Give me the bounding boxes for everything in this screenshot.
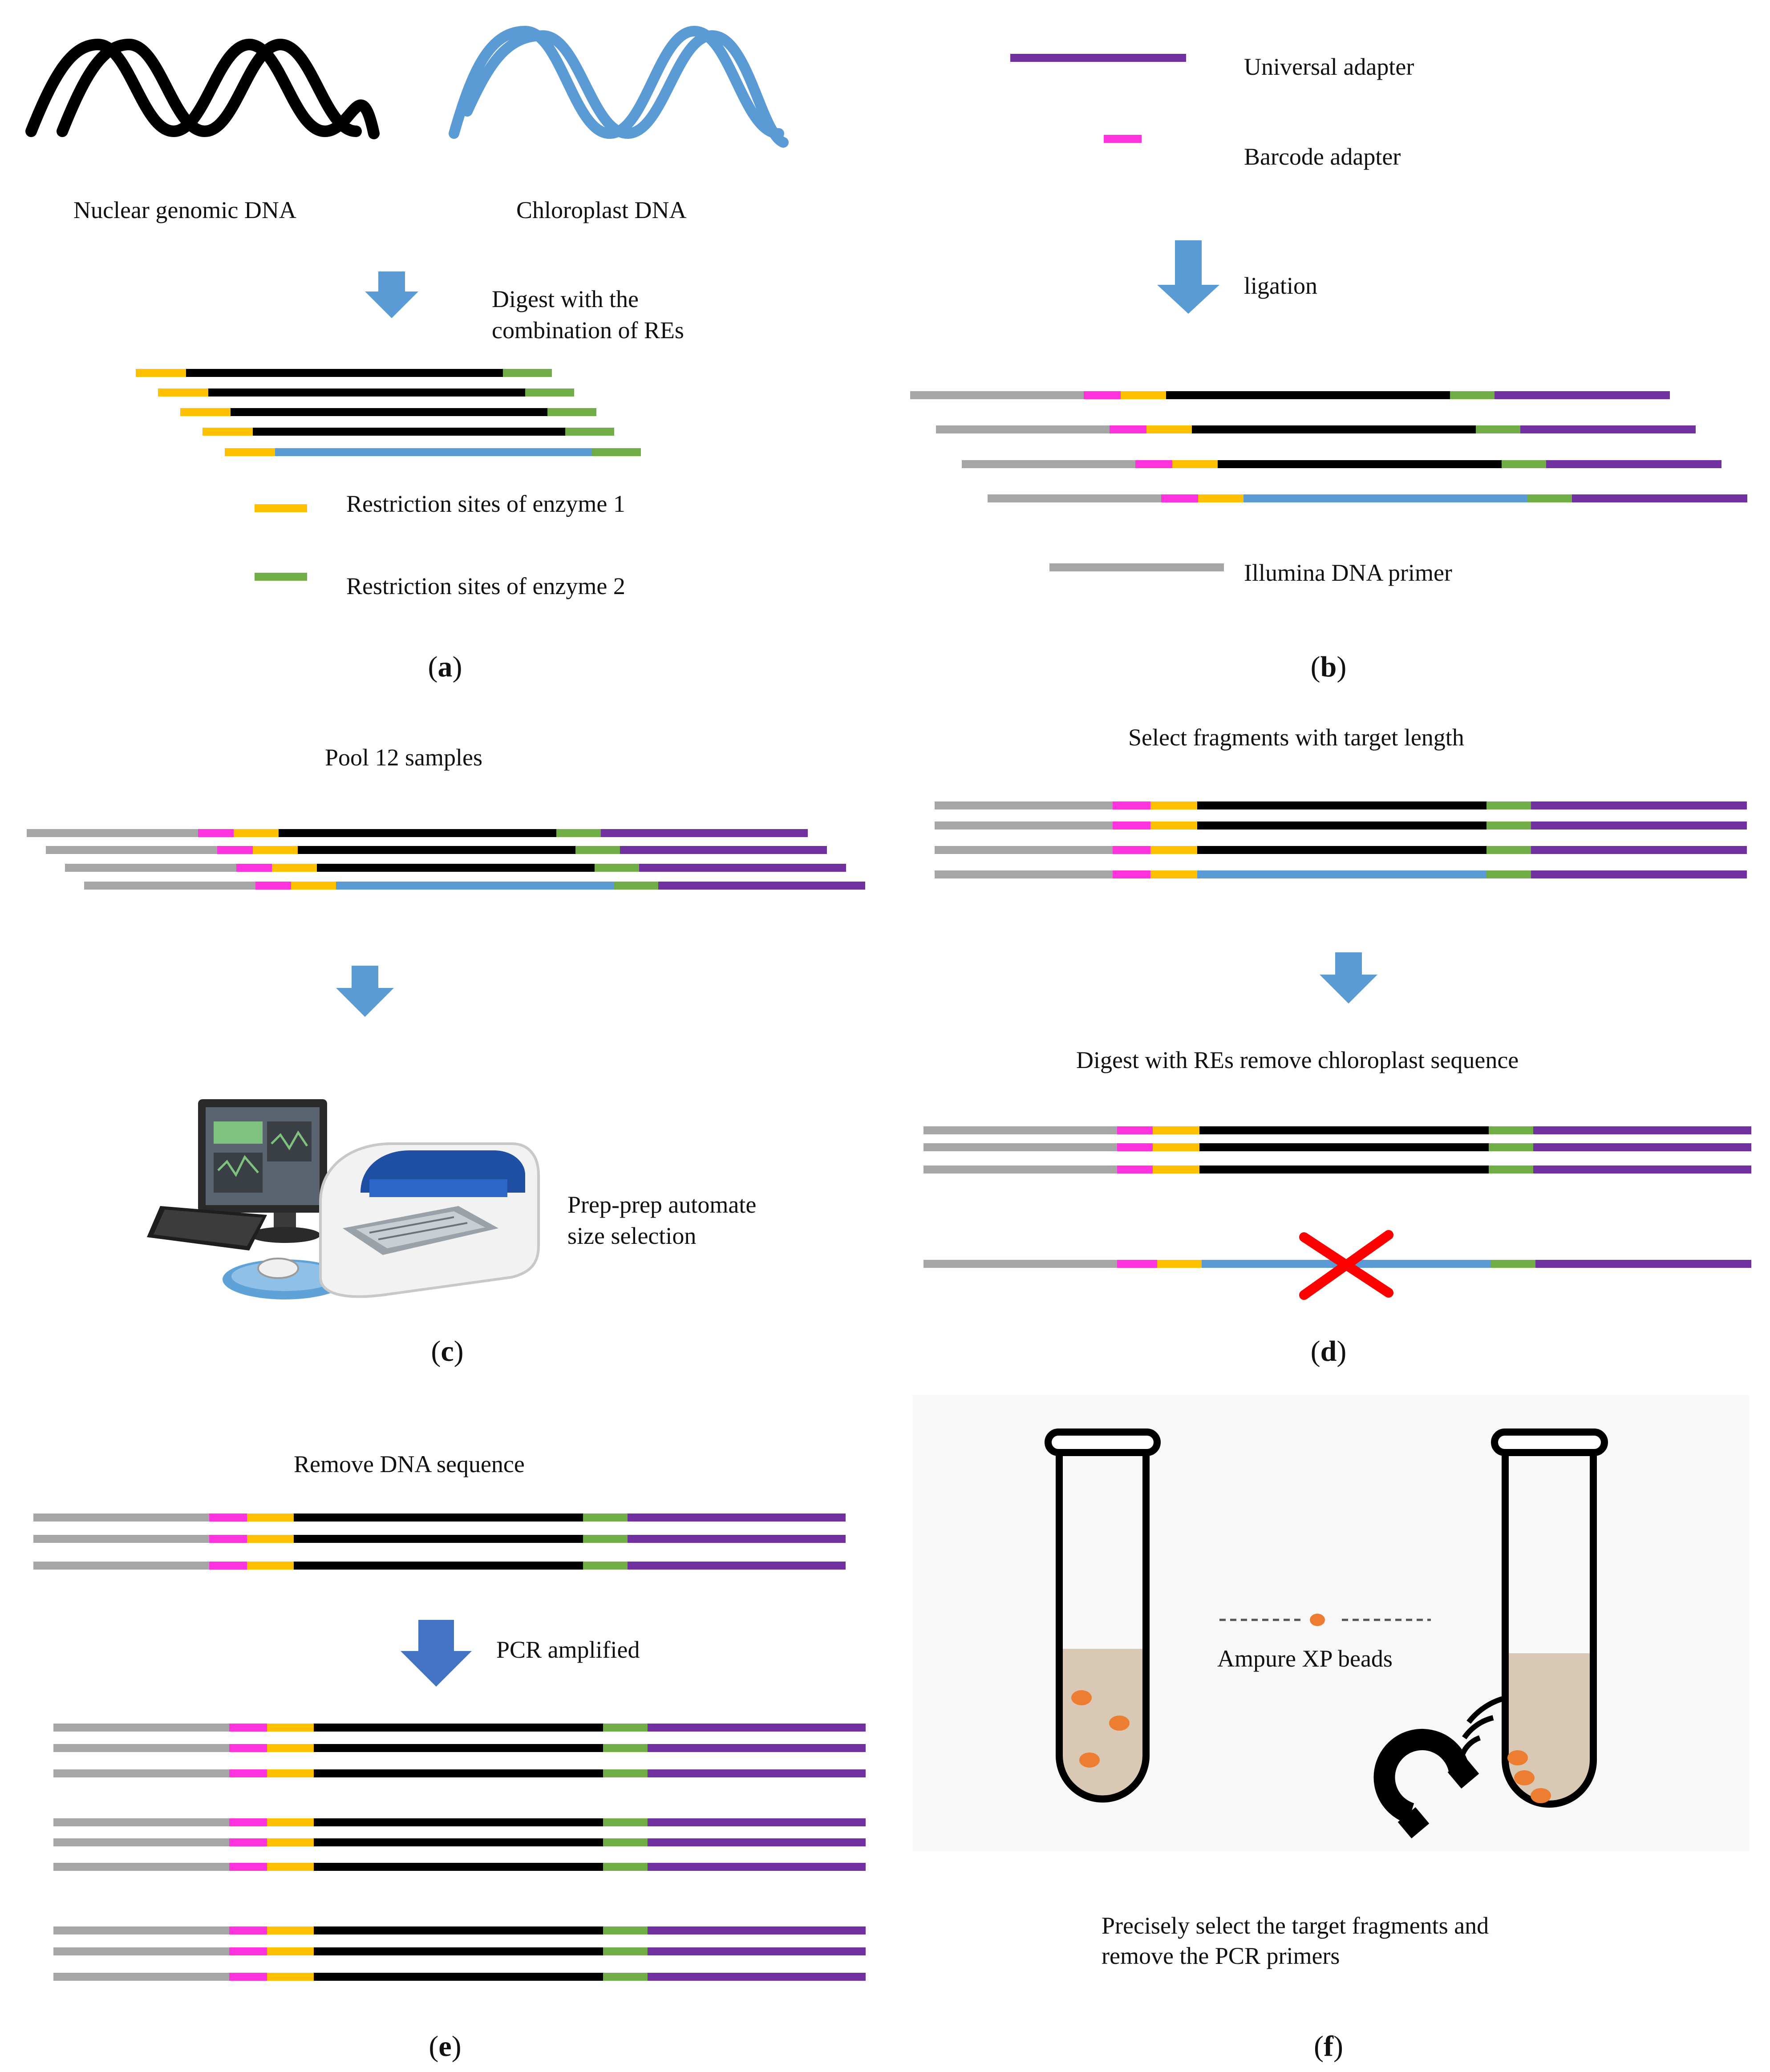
panel-label-f: (f): [1314, 2030, 1343, 2063]
enzyme2-legend-label: Restriction sites of enzyme 2: [346, 573, 625, 599]
panel-b-letter: b: [1320, 651, 1337, 683]
ligation-step-label: ligation: [1244, 272, 1317, 299]
panel-f: Ampure XP beads Precisely select the tar…: [912, 1395, 1749, 2063]
digest-remove-chloroplast-label: Digest with REs remove chloroplast seque…: [1076, 1047, 1519, 1073]
bead: [1531, 1788, 1551, 1803]
beads-legend-bead: [1310, 1614, 1325, 1626]
selected-fragments: [935, 801, 1747, 878]
digest-step-line2: combination of REs: [492, 317, 684, 344]
down-arrow-icon: [365, 271, 418, 318]
remove-dna-title: Remove DNA sequence: [294, 1451, 525, 1477]
amplified-group-2: [53, 1818, 866, 1871]
bead: [1109, 1716, 1130, 1731]
size-selection-label-line1: Prep-prep automate: [567, 1191, 756, 1218]
nuclear-dna-helix-icon: [25, 38, 380, 139]
amplified-group-1: [53, 1724, 866, 1777]
magnet-icon: [1373, 1695, 1507, 1839]
ligated-fragments: [910, 391, 1747, 502]
kept-fragments: [923, 1126, 1751, 1268]
panel-d: Select fragments with target length: [923, 724, 1751, 1368]
size-selection-label-line2: size selection: [567, 1222, 696, 1249]
size-selection-instrument-illustration: [147, 1099, 540, 1299]
panel-a: Nuclear genomic DNA Chloroplast DNA Dige…: [25, 25, 789, 683]
universal-adapter-label: Universal adapter: [1244, 53, 1414, 80]
down-arrow-icon: [401, 1620, 472, 1687]
panel-label-a: (a): [428, 651, 462, 683]
red-cross-icon: [1299, 1230, 1393, 1300]
bead: [1507, 1750, 1528, 1765]
panel-label-e: (e): [429, 2030, 461, 2063]
select-fragments-title: Select fragments with target length: [1128, 724, 1464, 751]
enzyme1-legend-label: Restriction sites of enzyme 1: [346, 490, 625, 517]
chloroplast-dna-helix-icon: [449, 25, 789, 148]
panel-e-letter: e: [438, 2030, 451, 2063]
bead: [1071, 1690, 1092, 1705]
panel-label-b: (b): [1311, 651, 1347, 683]
pool-samples-title: Pool 12 samples: [325, 744, 482, 771]
amplified-fragments: [53, 1724, 866, 1981]
amplified-group-3: [53, 1926, 866, 1981]
illumina-primer-label: Illumina DNA primer: [1244, 559, 1452, 586]
digest-step-line1: Digest with the: [492, 286, 639, 312]
panel-e: Remove DNA sequence: [33, 1451, 866, 2063]
down-arrow-icon: [336, 966, 394, 1017]
pcr-amplified-label: PCR amplified: [496, 1636, 640, 1663]
target-fragments-caption-line2: remove the PCR primers: [1102, 1942, 1340, 1969]
panel-a-letter: a: [438, 651, 453, 683]
panel-c: Pool 12 samples: [27, 744, 865, 1368]
panel-label-d: (d): [1311, 1335, 1347, 1368]
ampure-beads-label: Ampure XP beads: [1217, 1645, 1393, 1672]
down-arrow-icon: [1320, 952, 1377, 1004]
nuclear-dna-label: Nuclear genomic DNA: [73, 197, 296, 223]
digested-fragments: [136, 369, 641, 456]
panel-c-letter: c: [441, 1335, 454, 1368]
bead: [1514, 1770, 1535, 1785]
target-fragments-caption-line1: Precisely select the target fragments an…: [1102, 1912, 1489, 1939]
panel-label-c: (c): [431, 1335, 463, 1368]
panel-f-letter: f: [1324, 2030, 1334, 2063]
panel-d-letter: d: [1320, 1335, 1337, 1368]
bead: [1079, 1752, 1100, 1768]
down-arrow-icon: [1157, 240, 1219, 314]
panel-f-background: [912, 1395, 1749, 1851]
pooled-fragments: [27, 829, 865, 890]
left-tube-icon: [1045, 1429, 1161, 1803]
right-tube-icon: [1491, 1429, 1608, 1808]
barcode-adapter-label: Barcode adapter: [1244, 143, 1401, 170]
chloroplast-dna-label: Chloroplast DNA: [516, 197, 686, 223]
panel-b: Universal adapter Barcode adapter ligati…: [910, 53, 1747, 683]
remaining-fragments: [33, 1514, 846, 1570]
